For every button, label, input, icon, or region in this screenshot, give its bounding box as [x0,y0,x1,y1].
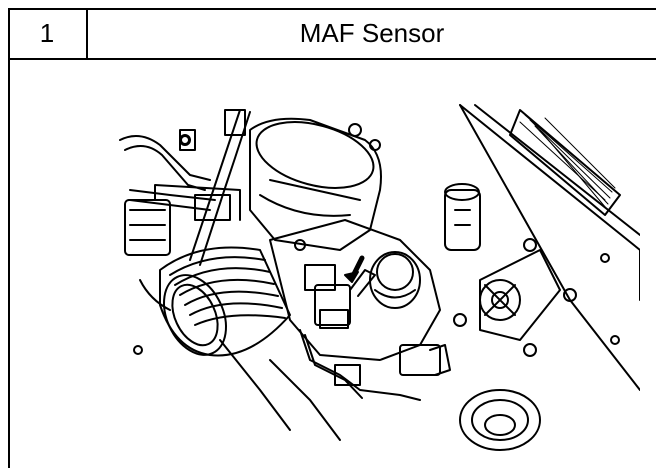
step-number: 1 [8,8,88,58]
reservoir-cap [369,251,421,309]
vacuum-hoses [119,109,251,266]
intake-duct [159,246,291,357]
page-title: MAF Sensor [299,17,445,48]
right-bracket [444,183,620,357]
table-border [8,8,656,468]
hood-panel [459,104,640,391]
engine-bay-illustration [119,104,640,451]
header-row: 1 MAF Sensor [8,8,656,60]
lower-components [139,279,541,451]
air-cleaner-housing [249,117,382,251]
left-components [124,134,241,355]
